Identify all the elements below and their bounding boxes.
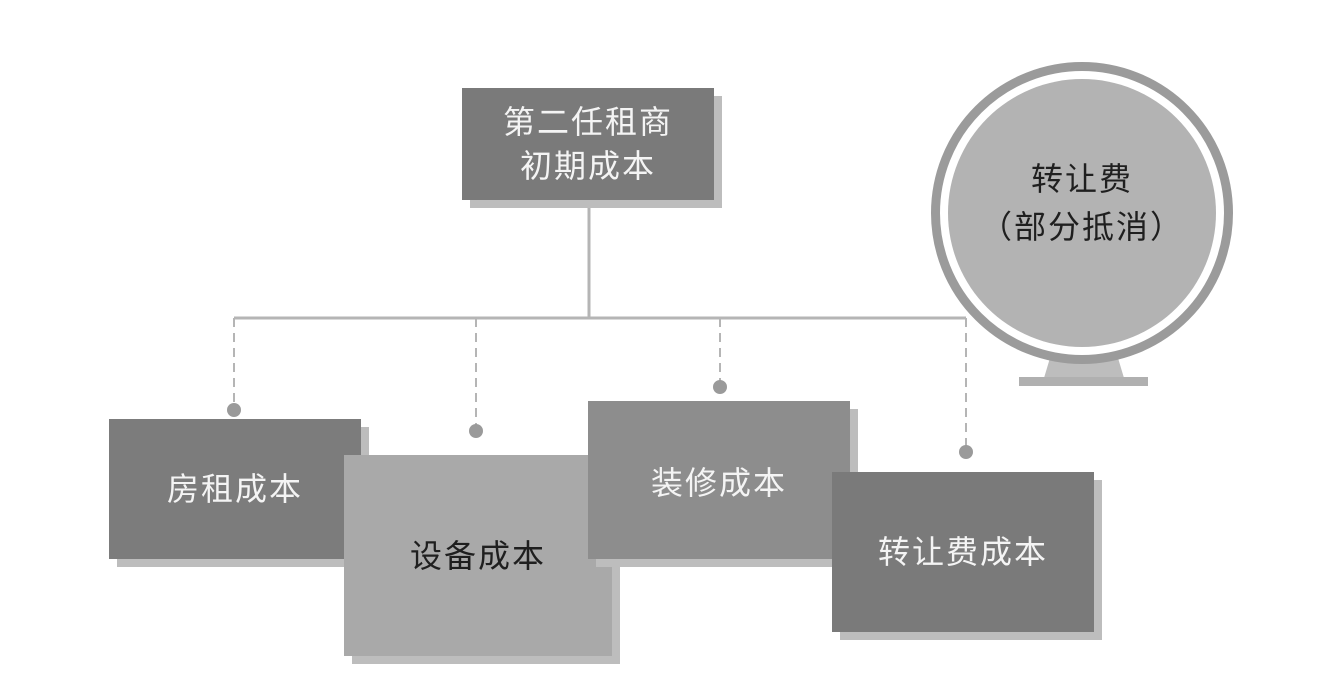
child-node-transfer-fee: 转让费成本 bbox=[832, 472, 1094, 632]
child-label-transfer-fee: 转让费成本 bbox=[877, 533, 1048, 571]
child-label-decoration: 装修成本 bbox=[650, 464, 787, 502]
drop-dot-4 bbox=[959, 445, 973, 459]
child-node-equipment: 设备成本 bbox=[344, 455, 612, 656]
circle-base bbox=[1019, 377, 1148, 386]
child-label-equipment: 设备成本 bbox=[409, 536, 546, 575]
child-node-rent: 房租成本 bbox=[109, 419, 361, 559]
side-note-label: 转让费 （部分抵消） bbox=[979, 160, 1184, 246]
child-node-decoration: 装修成本 bbox=[588, 401, 850, 559]
child-label-rent: 房租成本 bbox=[166, 470, 303, 508]
root-label: 第二任租商 初期成本 bbox=[502, 103, 673, 185]
root-node: 第二任租商 初期成本 bbox=[462, 88, 714, 200]
side-note-circle: 转让费 （部分抵消） bbox=[948, 79, 1216, 347]
drop-dot-3 bbox=[713, 380, 727, 394]
drop-dot-1 bbox=[227, 403, 241, 417]
drop-dot-2 bbox=[469, 424, 483, 438]
